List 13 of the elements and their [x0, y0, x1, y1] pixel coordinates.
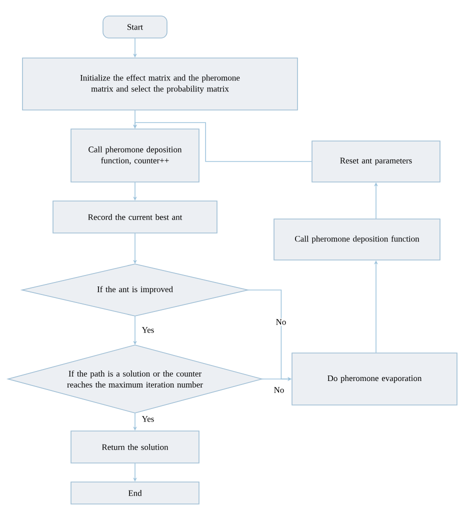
process-box: Reset ant parameters: [312, 140, 440, 182]
process-box: Record the current best ant: [52, 200, 218, 234]
process-box: Do pheromone evaporation: [292, 352, 458, 406]
end-box: End: [70, 482, 200, 504]
process-box: Return the solution: [70, 430, 200, 464]
start-terminal: Start: [102, 16, 168, 38]
edge-label: No: [272, 386, 286, 394]
edge-label: Yes: [140, 326, 156, 334]
process-box: Call pheromone deposition function: [274, 218, 440, 260]
edge-label: Yes: [140, 415, 156, 423]
process-box: Call pheromone deposition function, counter++: [70, 128, 200, 182]
process-box: Initialize the effect matrix and the pheromone matrix and select the probability matrix: [22, 58, 298, 110]
edge-label: No: [274, 318, 288, 326]
